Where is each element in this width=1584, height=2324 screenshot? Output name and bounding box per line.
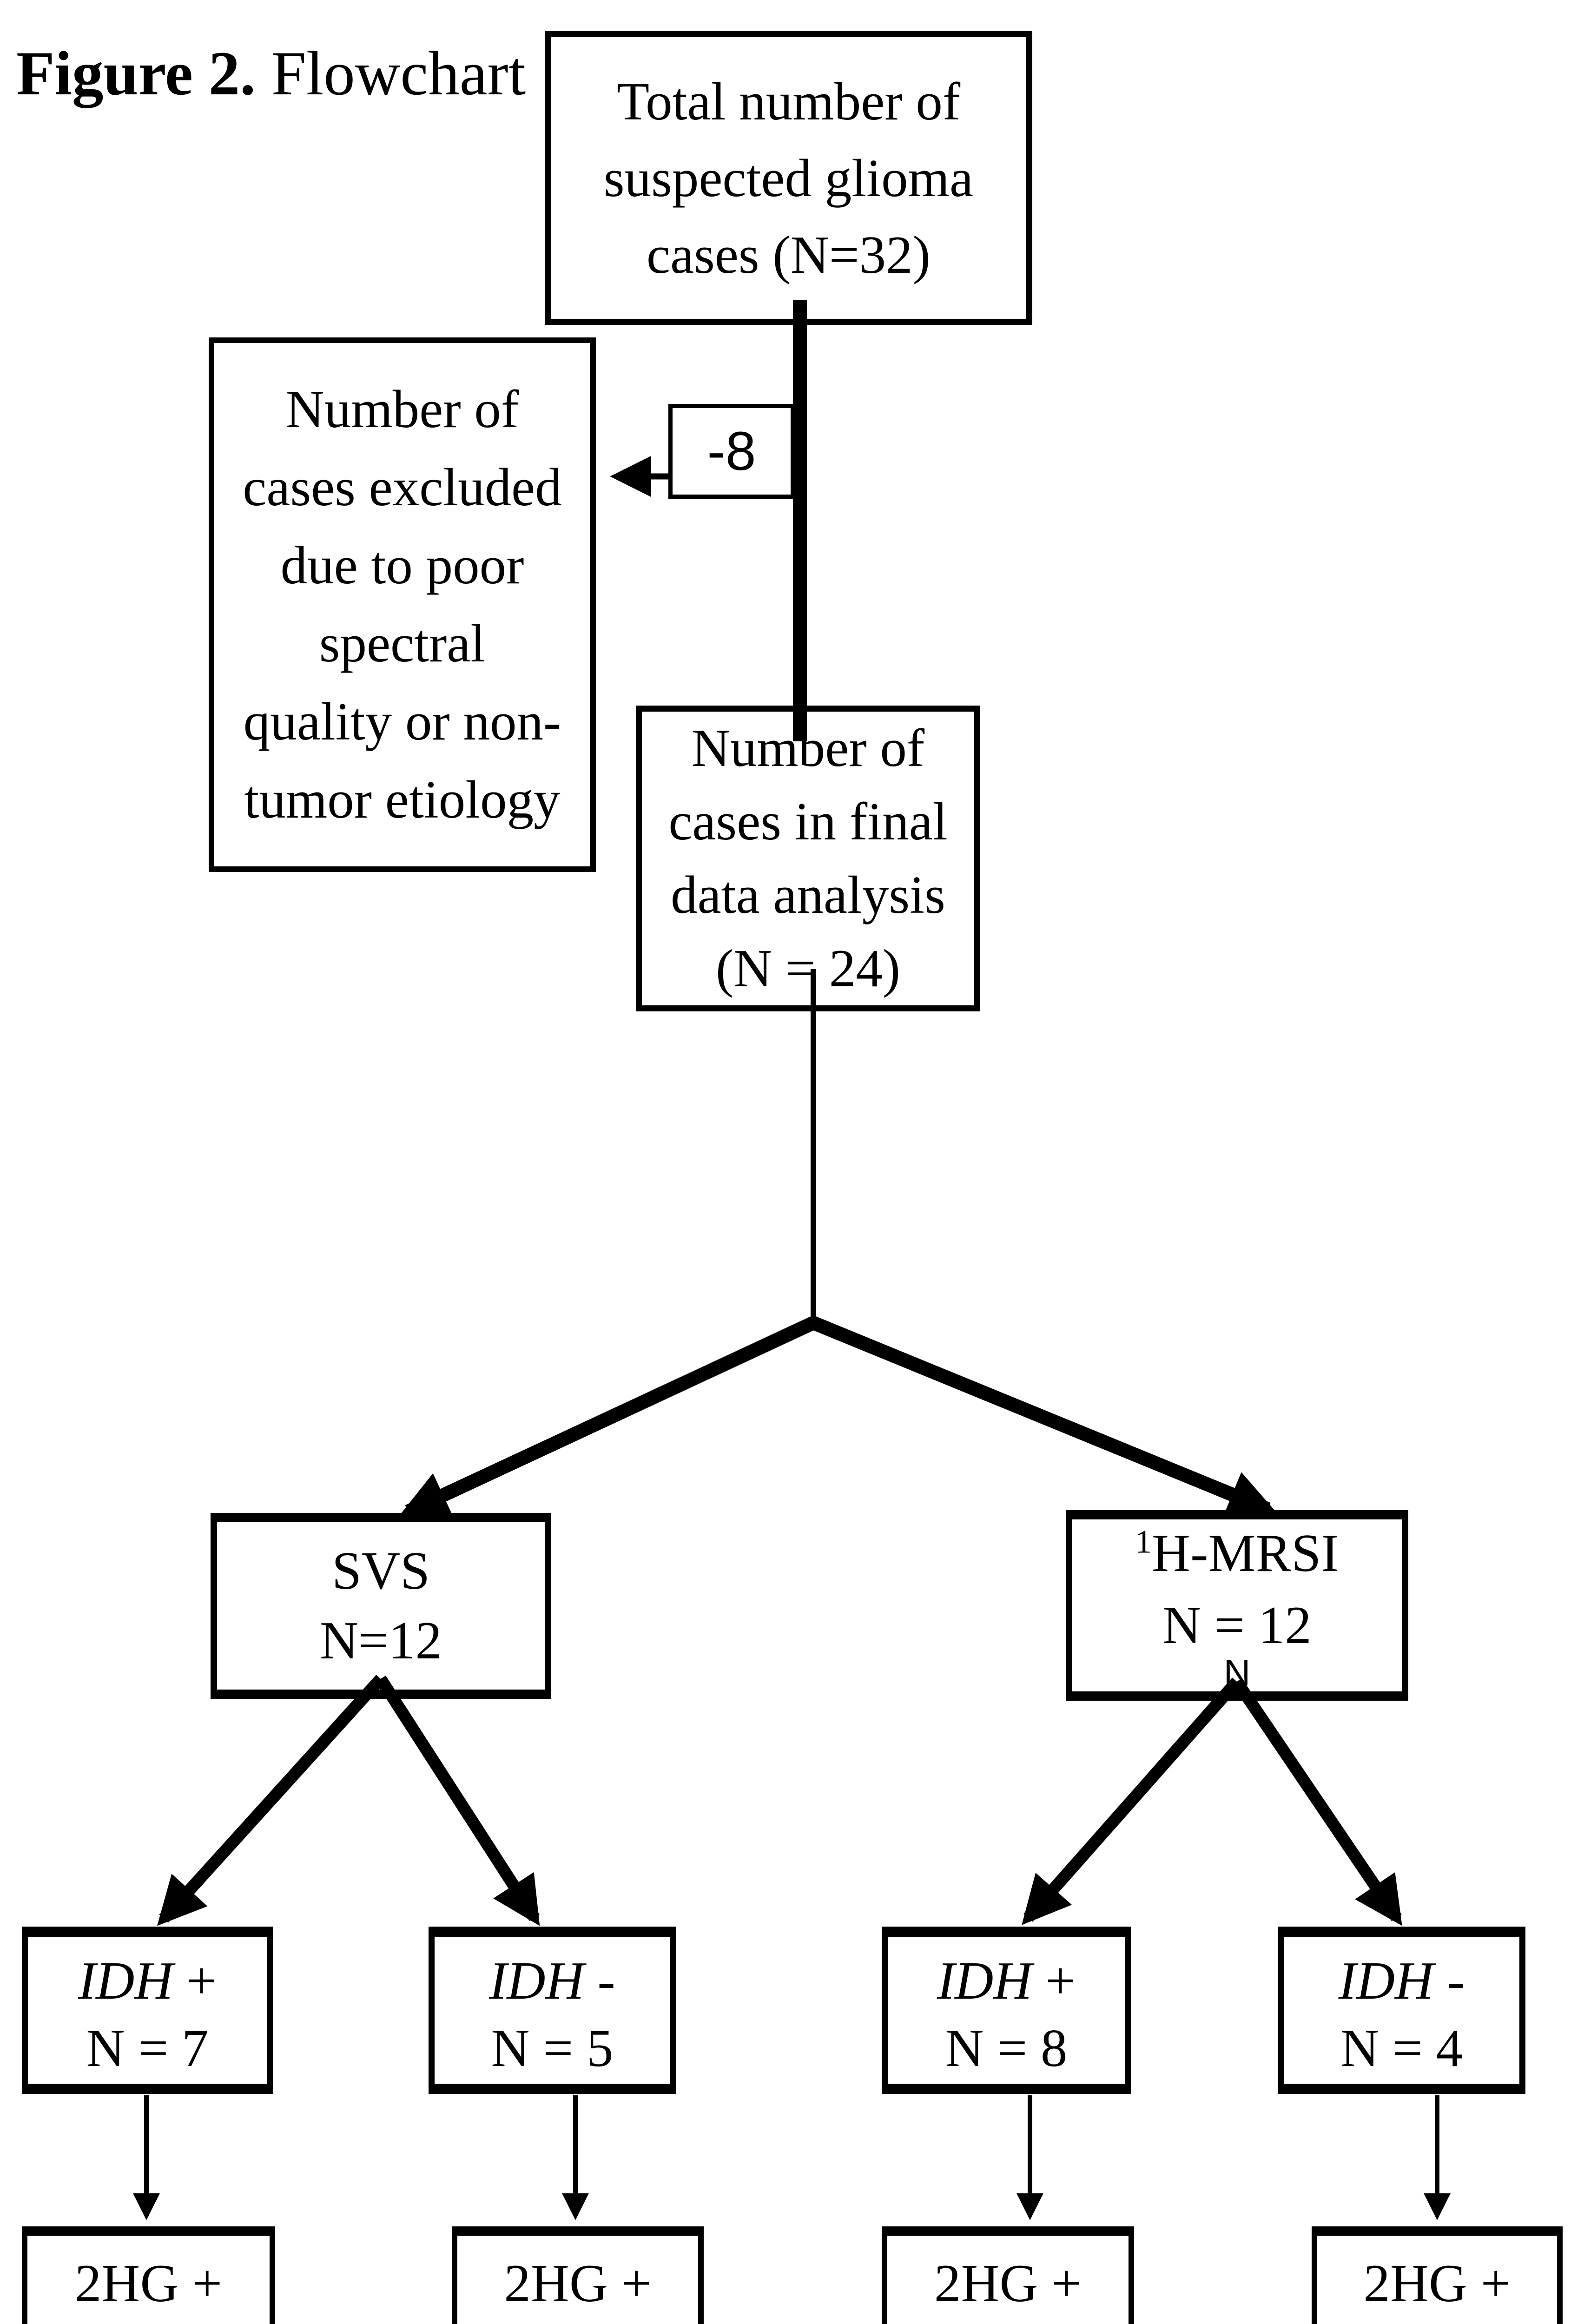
- node-line: data analysis: [671, 865, 945, 924]
- idh-status: IDH +: [937, 1947, 1076, 2014]
- arrow-branch-to-hmrsi: [811, 1316, 1277, 1517]
- hmrsi-stray-n: N: [1223, 1652, 1251, 1693]
- hmrsi-count: N = 12: [1162, 1596, 1312, 1655]
- arrow-svs-to-idh-negative: [376, 1675, 540, 1926]
- node-line: cases excluded: [243, 458, 562, 517]
- node-svs-idhneg-2hg-positive: 2HG + N = 4: [452, 2226, 704, 2324]
- node-hmrsi-idhpos-2hg-positive: 2HG + N = 7: [882, 2226, 1134, 2324]
- arrow-hmrsi-to-idh-positive: [1022, 1677, 1241, 1925]
- node-line: tumor etiology: [244, 770, 561, 829]
- idh-count: N = 8: [945, 2019, 1068, 2078]
- node-minus-eight-badge: -8: [668, 404, 795, 499]
- node-hmrsi: 1H-MRSI N = 12 N: [1066, 1510, 1408, 1701]
- idh-gene: IDH: [1338, 1951, 1434, 2010]
- idh-status: IDH +: [78, 1947, 217, 2014]
- idh-status: IDH -: [1339, 1947, 1465, 2014]
- arrow-svs-to-idh-positive: [157, 1675, 385, 1926]
- 2hg-count: N = 7: [947, 2318, 1069, 2324]
- figure-caption-number: Figure 2.: [16, 39, 256, 108]
- node-final-analysis: Number of cases in final data analysis (…: [636, 706, 980, 1011]
- svs-title: SVS: [332, 1541, 430, 1600]
- node-svs: SVS N=12: [211, 1513, 551, 1699]
- svs-count: N=12: [320, 1611, 442, 1670]
- 2hg-status: 2HG +: [504, 2254, 652, 2313]
- node-svs-idh-positive: IDH + N = 7: [22, 1927, 273, 2094]
- node-svs-idhpos-2hg-positive: 2HG + N =5: [22, 2226, 275, 2324]
- node-line: Total number of: [616, 72, 961, 131]
- idh-gene: IDH: [78, 1951, 173, 2010]
- node-total-suspected-cases: Total number of suspected glioma cases (…: [545, 31, 1032, 325]
- idh-sign: -: [584, 1951, 615, 2010]
- figure-caption-title: Flowchart: [255, 39, 526, 108]
- node-hmrsi-idh-positive: IDH + N = 8: [882, 1927, 1131, 2094]
- idh-sign: -: [1433, 1951, 1465, 2010]
- 2hg-count: N = 3: [1376, 2318, 1498, 2324]
- idh-count: N = 4: [1340, 2019, 1463, 2078]
- idh-status: IDH -: [489, 1947, 615, 2014]
- idh-gene: IDH: [937, 1951, 1032, 2010]
- idh-count: N = 5: [491, 2019, 614, 2078]
- hmrsi-title-text: H-MRSI: [1152, 1524, 1339, 1583]
- node-line: cases in final: [668, 792, 948, 851]
- idh-sign: +: [173, 1951, 217, 2010]
- hmrsi-isotope-superscript: 1: [1135, 1523, 1152, 1560]
- 2hg-status: 2HG +: [1363, 2254, 1511, 2313]
- node-line: suspected glioma: [603, 148, 974, 208]
- figure-caption: Figure 2. Flowchart: [16, 39, 526, 109]
- 2hg-status: 2HG +: [934, 2254, 1082, 2313]
- node-svs-idh-negative: IDH - N = 5: [429, 1927, 676, 2094]
- node-line: Number of: [691, 719, 925, 778]
- idh-count: N = 7: [86, 2019, 209, 2078]
- arrow-branch-to-svs: [399, 1316, 817, 1518]
- node-line: cases (N=32): [647, 225, 931, 284]
- 2hg-status: 2HG +: [74, 2254, 223, 2313]
- 2hg-count: N = 4: [517, 2318, 639, 2324]
- minus-eight-label: -8: [707, 421, 756, 482]
- idh-sign: +: [1032, 1951, 1076, 2010]
- 2hg-count: N =5: [94, 2318, 203, 2324]
- node-line: Number of: [285, 380, 519, 439]
- node-line: quality or non-: [243, 692, 561, 751]
- hmrsi-title: 1H-MRSI: [1135, 1517, 1339, 1589]
- node-line: (N = 24): [716, 939, 900, 998]
- arrow-hmrsi-to-idh-negative: [1232, 1678, 1402, 1926]
- node-line: spectral: [319, 614, 486, 673]
- node-line: due to poor: [280, 536, 524, 595]
- idh-gene: IDH: [489, 1951, 584, 2010]
- node-hmrsi-idhneg-2hg-positive: 2HG + N = 3: [1312, 2226, 1563, 2324]
- node-excluded-cases: Number of cases excluded due to poor spe…: [209, 337, 596, 872]
- node-hmrsi-idh-negative: IDH - N = 4: [1278, 1927, 1525, 2094]
